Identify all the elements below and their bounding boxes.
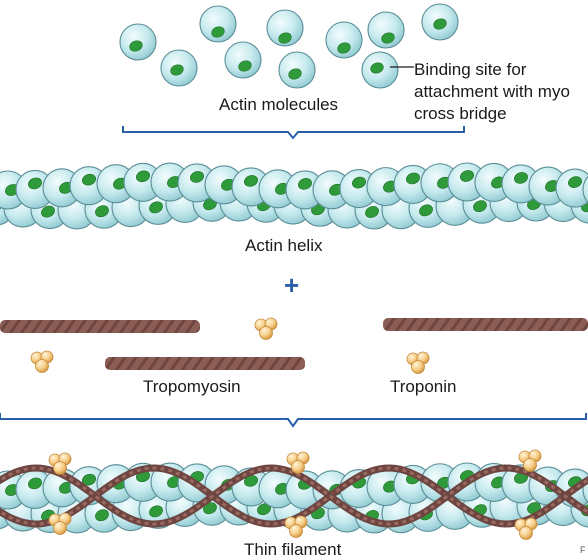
corner-mark: F [580,545,586,555]
binding-site-dot [370,62,384,74]
troponin-subunit [411,360,425,374]
troponin-complex [254,317,278,340]
actin-sphere [325,21,363,59]
actin-sphere [224,41,262,79]
binding-site-dot [149,505,163,518]
binding-site-dot [244,175,258,187]
binding-site-dot [238,60,252,72]
binding-site-dot [136,170,150,183]
actin-molecule [421,3,459,41]
actin-sphere [266,9,304,47]
actin-molecule [420,163,460,203]
troponin-complex [518,449,542,472]
binding-site-dot [149,201,163,214]
actin-molecule [325,21,363,59]
actin-molecule [278,51,316,89]
troponin-complex [284,515,308,538]
binding-site-dot [473,200,487,213]
free-actin-molecules [119,3,459,89]
thin-filament [0,449,588,540]
actin-molecule [123,162,163,202]
actin-molecule [361,51,399,89]
troponin-subunit [35,359,49,373]
binding-site-dot [190,171,204,183]
troponin-subunit [519,526,533,540]
label-binding-site-line2: attachment with myo [414,82,570,101]
label-thin-filament: Thin filament [244,540,342,559]
binding-site-dot [28,477,42,490]
troponin-subunit [289,524,303,538]
binding-site-dot [514,172,528,184]
binding-site-dot [365,206,379,218]
troponin-complex [48,512,72,535]
troponin-subunit [291,460,305,474]
actin-molecule [555,168,588,208]
actin-molecule [119,23,157,61]
binding-site-dot [278,32,292,44]
troponin-subunit [259,326,273,340]
label-binding-site-line3: cross bridge [414,104,507,123]
troponin-complex [514,517,538,540]
binding-site-dot [28,177,42,190]
plus-sign: + [284,270,300,300]
actin-molecule [285,470,325,510]
binding-site-dot [41,205,55,218]
binding-site-dot [211,26,225,38]
troponin-complex [48,452,72,475]
binding-site-dot [568,176,582,188]
binding-site-dot [298,178,312,190]
binding-site-dot [419,204,433,217]
binding-site-dot [288,68,302,80]
label-binding-site-line1: Binding site for [414,60,527,79]
binding-site-dot [82,173,96,186]
troponin-complex [286,451,310,474]
bracket-components [0,413,587,428]
binding-site-dot [381,32,395,44]
actin-sphere [582,175,588,204]
binding-site-dot [95,205,109,218]
binding-site-dot [352,176,366,189]
actin-sphere [199,5,237,43]
label-tropomyosin: Tropomyosin [143,377,241,396]
troponin-subunit [523,458,537,472]
troponin-complex [406,351,430,374]
binding-site-dot [406,172,420,185]
tropomyosin-strand-right [383,318,588,331]
actin-molecule [367,11,405,49]
actin-sphere [367,11,405,49]
actin-helix [0,162,588,230]
actin-molecule [447,162,487,202]
binding-site-dot [433,18,447,30]
troponin-subunit [53,461,67,475]
tropomyosin-strand-b-texture [0,466,588,526]
actin-molecule [582,175,588,204]
troponin-subunit [53,521,67,535]
tropomyosin-strand-center [105,357,305,370]
binding-site-dot [170,64,184,76]
binding-site-dot [82,473,96,486]
actin-molecule [266,9,304,47]
label-actin-molecules: Actin molecules [219,95,339,114]
binding-site-dot [460,170,474,182]
troponin-complexes [30,317,430,374]
actin-molecule [199,5,237,43]
label-actin-helix: Actin helix [245,236,323,255]
bracket-actin-molecules [122,126,465,140]
troponin-complex [30,350,54,373]
binding-site-dot [95,509,109,522]
actin-molecule [224,41,262,79]
tropomyosin-strand-a-texture [0,466,588,526]
binding-site-dot [337,42,351,54]
binding-site-dot [129,40,143,52]
actin-molecule [160,49,198,87]
label-troponin: Troponin [390,377,457,396]
tropomyosin-strand-left [0,320,200,333]
